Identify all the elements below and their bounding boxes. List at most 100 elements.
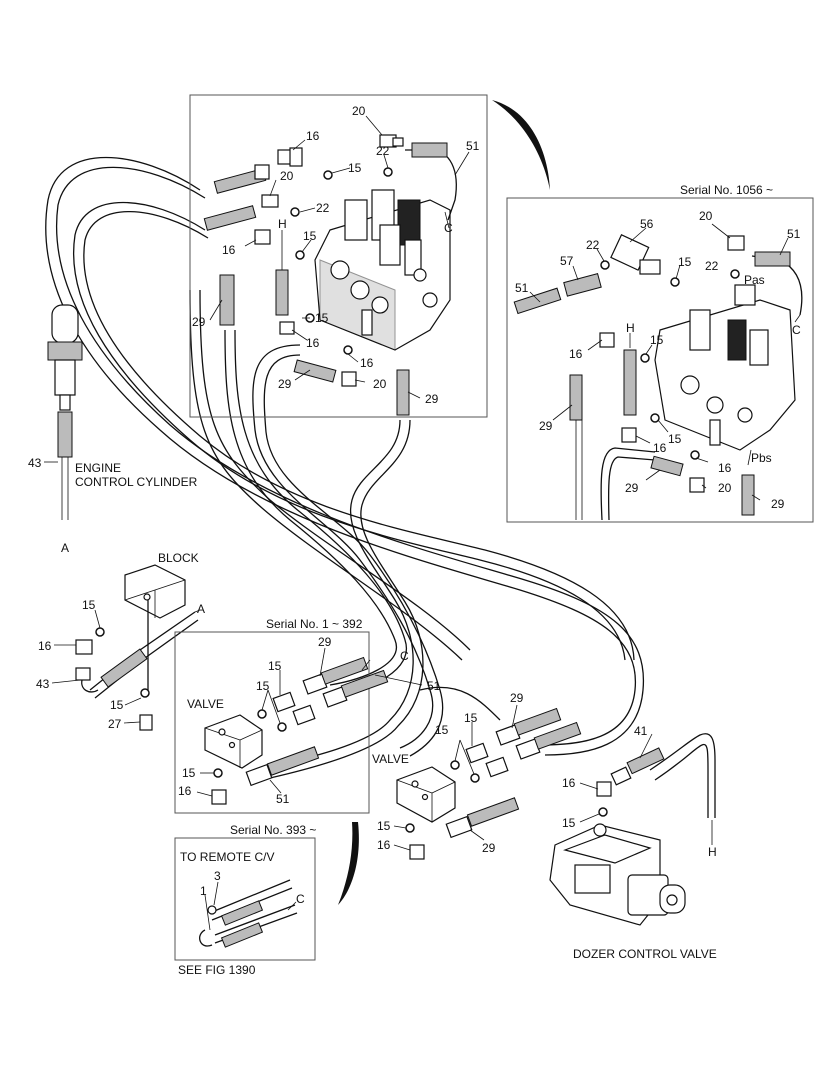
block-leaders	[51, 609, 201, 724]
letter-c-inset: C	[792, 323, 801, 337]
callout-15: 15	[348, 161, 362, 175]
callout-41: 29	[625, 481, 639, 495]
callout-29: 43	[28, 456, 42, 470]
callout-22: 22	[586, 238, 600, 252]
letter-c-main: C	[444, 221, 453, 235]
callout-20: 16	[360, 356, 374, 370]
callout-20: 16	[38, 639, 52, 653]
main-box-fittings	[203, 134, 457, 416]
callout-15: 15	[182, 766, 196, 780]
remote-cv-fittings	[199, 879, 298, 948]
callout-20: 16	[306, 129, 320, 143]
callout-3: 3	[214, 869, 221, 883]
callout-43: 41	[634, 724, 648, 738]
valve-1-392	[204, 656, 389, 805]
block-label: BLOCK	[158, 551, 199, 565]
serial-1056-label: Serial No. 1056 ~	[680, 183, 773, 197]
main-box-leaders	[209, 115, 470, 399]
callout-15: 15	[668, 432, 682, 446]
callout-41: 29	[318, 635, 332, 649]
callout-51: 51	[515, 281, 529, 295]
callout-23: 20	[352, 104, 366, 118]
callout-41: 29	[539, 419, 553, 433]
letter-c-box2: C	[296, 892, 305, 906]
callout-41: 29	[482, 841, 496, 855]
hose-bundle	[45, 157, 716, 818]
dozer-valve-label: DOZER CONTROL VALVE	[573, 947, 717, 961]
callout-20: 16	[653, 441, 667, 455]
pbs-label: Pbs	[751, 451, 772, 465]
inset-fittings	[513, 233, 803, 521]
callout-1: 1	[200, 884, 207, 898]
engine-label-line1: ENGINE	[75, 461, 121, 475]
engine-control-cylinder	[44, 304, 83, 520]
letter-h-main: H	[278, 217, 287, 231]
dozer-control-valve	[549, 747, 686, 926]
callout-41: 29	[771, 497, 785, 511]
callout-51: 51	[276, 792, 290, 806]
callout-22: 22	[705, 259, 719, 273]
letter-h-dozer: H	[708, 845, 717, 859]
callout-57: 57	[560, 254, 574, 268]
letter-c-box1: C	[400, 649, 409, 663]
main-control-valve	[314, 189, 451, 351]
serial-393-label: Serial No. 393 ~	[230, 823, 316, 837]
callout-numbers: 20 16 15 22 51 20 22 16 15 29 15 16 29 1…	[28, 104, 801, 898]
callout-16: 15	[268, 659, 282, 673]
main-valve-box	[189, 94, 488, 418]
callout-20: 16	[377, 838, 391, 852]
serial-1056-inset	[506, 197, 814, 523]
callout-23: 20	[718, 481, 732, 495]
callout-15: 15	[377, 819, 391, 833]
callout-15: 15	[303, 229, 317, 243]
valve-center-leaders	[393, 704, 518, 851]
pas-label: Pas	[744, 273, 765, 287]
callout-29: 43	[36, 677, 50, 691]
serial-1-392-box	[174, 631, 370, 814]
pointer-arrow	[492, 100, 550, 190]
callout-20: 16	[718, 461, 732, 475]
letter-a-block: A	[197, 602, 205, 616]
letter-a-engine: A	[61, 541, 69, 555]
callout-27: 27	[108, 717, 122, 731]
callout-41: 29	[425, 392, 439, 406]
callout-15: 15	[256, 679, 270, 693]
callout-41: 29	[510, 691, 524, 705]
serial-393-box	[174, 837, 316, 961]
callout-20: 16	[562, 776, 576, 790]
callout-51: 51	[787, 227, 801, 241]
callout-56: 56	[640, 217, 654, 231]
callout-20: 16	[306, 336, 320, 350]
inset-leaders	[529, 223, 801, 501]
letter-h-inset: H	[626, 321, 635, 335]
callout-23: 20	[280, 169, 294, 183]
callout-51: 51	[466, 139, 480, 153]
callout-16: 15	[464, 711, 478, 725]
callout-22: 22	[316, 201, 330, 215]
callout-15: 15	[315, 311, 329, 325]
block-assembly	[75, 564, 199, 731]
to-remote-label: TO REMOTE C/V	[180, 850, 274, 864]
engine-label-line2: CONTROL CYLINDER	[75, 475, 198, 489]
callout-41: 29	[192, 315, 206, 329]
callout-51: 51	[427, 679, 441, 693]
callout-15: 15	[678, 255, 692, 269]
callout-15: 15	[435, 723, 449, 737]
valve-label-center: VALVE	[372, 752, 409, 766]
callout-20: 16	[222, 243, 236, 257]
callout-22: 22	[376, 144, 390, 158]
callout-20: 16	[569, 347, 583, 361]
pointer-arrow-2	[338, 822, 359, 905]
serial-1-392-label: Serial No. 1 ~ 392	[266, 617, 363, 631]
callout-20: 16	[178, 784, 192, 798]
valve-label-left: VALVE	[187, 697, 224, 711]
box-1-392-leaders	[196, 647, 423, 797]
dozer-leaders	[579, 733, 713, 845]
callout-23: 20	[699, 209, 713, 223]
inset-control-valve	[654, 284, 796, 451]
valve-center	[396, 707, 582, 860]
see-fig-label: SEE FIG 1390	[178, 963, 256, 977]
callout-23: 20	[373, 377, 387, 391]
callout-15: 15	[82, 598, 96, 612]
